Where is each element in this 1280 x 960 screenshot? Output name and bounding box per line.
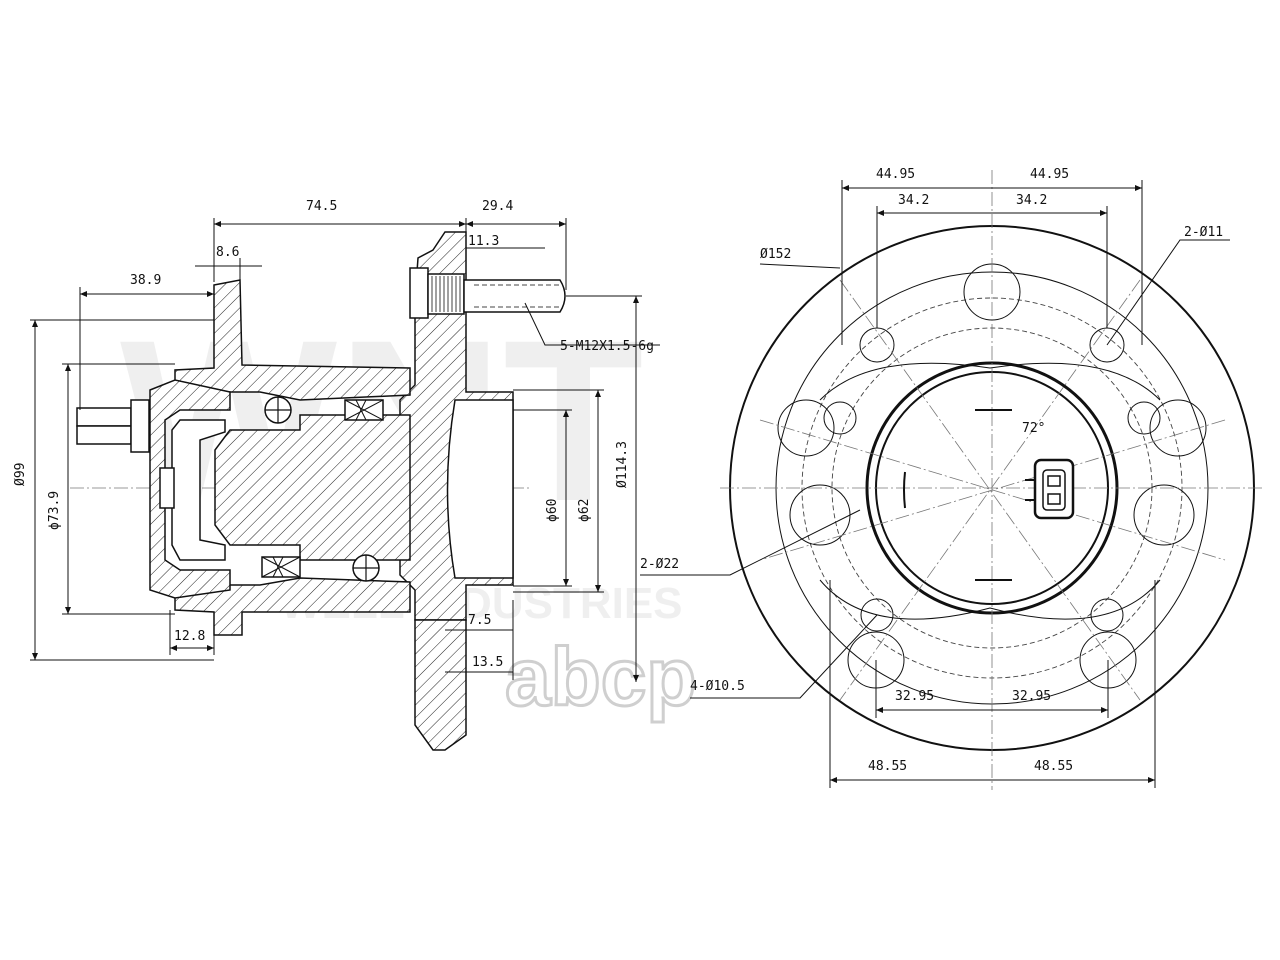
- diag-1: [839, 279, 1141, 701]
- sensor-tip: [159, 467, 175, 509]
- dim-11-3: 11.3: [468, 234, 499, 249]
- hub-mark-left: [903, 471, 906, 509]
- dim-thread: 5-M12X1.5-6g: [560, 339, 654, 354]
- abs-plug: [76, 399, 150, 453]
- seal-top: [344, 399, 384, 421]
- housing-bottom: [174, 577, 411, 636]
- dim-phi62: ϕ62: [577, 499, 592, 522]
- hole-22-right: [1133, 484, 1195, 546]
- angle-72: 72°: [1022, 421, 1045, 436]
- hub-bore: [446, 399, 514, 579]
- dim-32-95-right: 32.95: [1012, 689, 1051, 704]
- diag-4: [759, 419, 1226, 561]
- dim-phi99: Ø99: [13, 463, 28, 486]
- holes-10-5: [823, 401, 1161, 632]
- wheel-stud: [409, 267, 566, 319]
- stud-hole-right: [1149, 399, 1207, 457]
- dim-2-phi11: 2-Ø11: [1184, 225, 1223, 240]
- dim-29-4: 29.4: [482, 199, 513, 214]
- flange-lobe-bottom: [819, 579, 1161, 620]
- dim-44-95-left: 44.95: [876, 167, 915, 182]
- dim-4-phi10-5: 4-Ø10.5: [690, 679, 745, 694]
- flange-bottom: [414, 619, 467, 751]
- dim-phi60: ϕ60: [545, 499, 560, 522]
- dim-12-8: 12.8: [174, 629, 205, 644]
- hub-spindle: [214, 414, 411, 561]
- dim-34-2-left: 34.2: [898, 193, 929, 208]
- dim-48-55-left: 48.55: [868, 759, 907, 774]
- dim-phi114-3: Ø114.3: [615, 441, 630, 488]
- dim-32-95-left: 32.95: [895, 689, 934, 704]
- dim-48-55-right: 48.55: [1034, 759, 1073, 774]
- front-view: 72° 44.95 44.95 34.2 34.2 Ø152 2-Ø11 2-Ø…: [640, 167, 1264, 790]
- dim-8-6: 8.6: [216, 245, 239, 260]
- dim-phi152: Ø152: [760, 247, 791, 262]
- dim-44-95-right: 44.95: [1030, 167, 1069, 182]
- dim-phi73-9: ϕ73.9: [47, 491, 62, 530]
- bearing-ball-bottom: [352, 554, 380, 582]
- abs-connector: [1025, 458, 1075, 520]
- seal-bottom: [261, 556, 301, 578]
- dim-2-phi22: 2-Ø22: [640, 557, 679, 572]
- side-section-view: 74.5 29.4 11.3 8.6 38.9 5-M12X1.5-6g Ø99…: [13, 199, 660, 751]
- dim-74-5: 74.5: [306, 199, 337, 214]
- bearing-ball-top: [264, 396, 292, 424]
- abcp-logo-text: abcp: [505, 632, 696, 723]
- flange-lobe-top: [819, 362, 1161, 401]
- housing-top: [174, 279, 411, 401]
- dim-34-2-right: 34.2: [1016, 193, 1047, 208]
- dim-13-5: 13.5: [472, 655, 503, 670]
- dim-38-9: 38.9: [130, 273, 161, 288]
- diag-2: [839, 279, 1141, 701]
- outer-race: [149, 379, 231, 599]
- dim-7-5: 7.5: [468, 613, 491, 628]
- stud-hole-left: [777, 399, 835, 457]
- abcp-logo: abcp: [504, 631, 698, 725]
